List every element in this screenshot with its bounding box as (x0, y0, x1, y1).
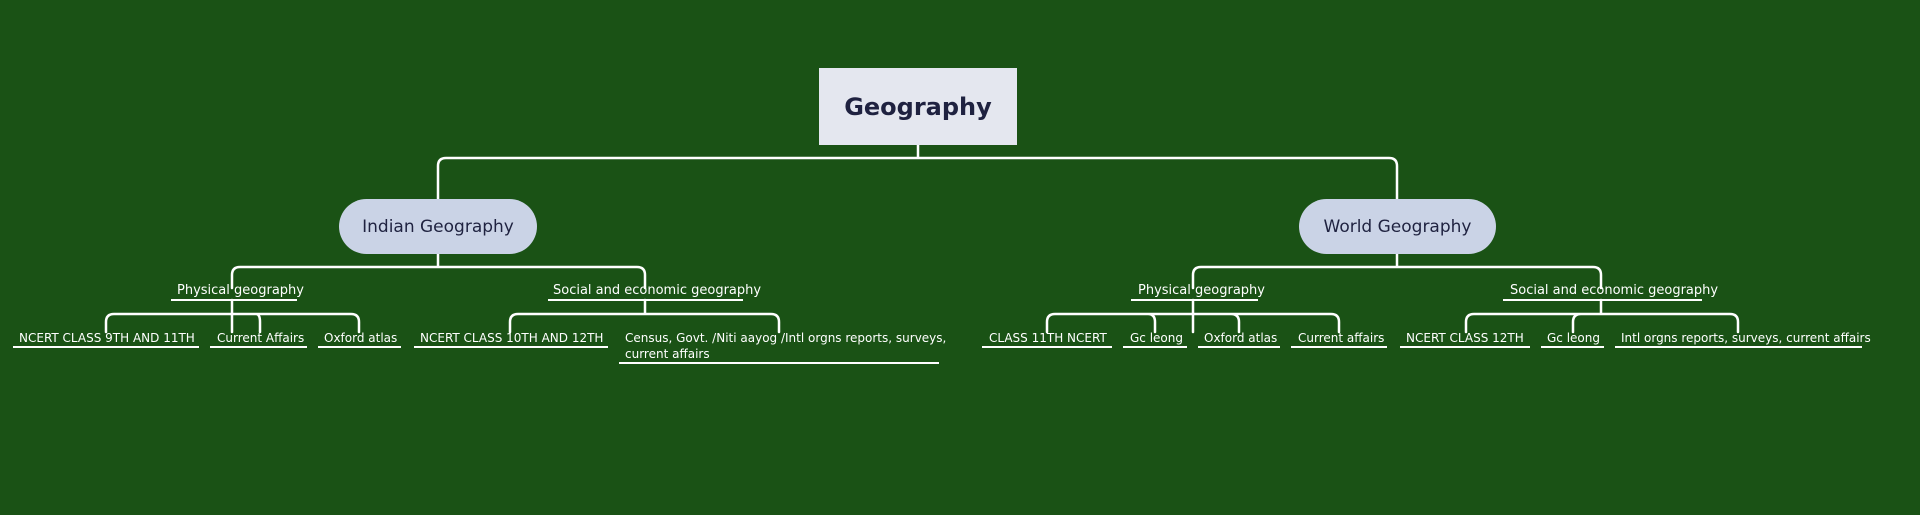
underlines (13, 299, 1862, 364)
connector-world-social-leaves (1464, 298, 1740, 334)
connector-indian-subtopics (230, 252, 647, 290)
leaf-item[interactable]: NCERT CLASS 12TH (1406, 331, 1524, 345)
subtopic-world-physical[interactable]: Physical geography (1138, 283, 1265, 298)
subtopic-world-social[interactable]: Social and economic geography (1510, 283, 1719, 298)
leaf-item[interactable]: CLASS 11TH NCERT (989, 331, 1107, 345)
leaf-item[interactable]: Oxford atlas (1204, 331, 1278, 345)
subtopic-indian-social[interactable]: Social and economic geography (553, 283, 762, 298)
root-label: Geography (844, 92, 992, 121)
leaf-item[interactable]: NCERT CLASS 10TH AND 12TH (420, 331, 604, 345)
connector-indian-physical-leaves (104, 298, 361, 334)
subtopic-indian-physical[interactable]: Physical geography (177, 283, 304, 298)
leaf-item[interactable]: Intl orgns reports, surveys, current aff… (1621, 331, 1871, 345)
leaf-item[interactable]: NCERT CLASS 9TH AND 11TH (19, 331, 195, 345)
branch-node-indian-geography[interactable]: Indian Geography (339, 199, 537, 254)
root-node-geography[interactable]: Geography (819, 68, 1017, 145)
leaf-item[interactable]: Current affairs (1298, 331, 1385, 345)
branch-node-world-geography[interactable]: World Geography (1299, 199, 1496, 254)
connector-world-physical-leaves (1045, 298, 1341, 334)
connector-indian-social-leaves (508, 298, 781, 334)
leaf-item[interactable]: Current Affairs (217, 331, 305, 345)
leaf-item[interactable]: Gc leong (1547, 331, 1600, 345)
leaf-item[interactable]: Census, Govt. /Niti aayog /Intl orgns re… (625, 331, 947, 361)
leaf-item[interactable]: Oxford atlas (324, 331, 398, 345)
leaf-item[interactable]: Gc leong (1130, 331, 1183, 345)
connector-root-branches (436, 143, 1399, 201)
connector-world-subtopics (1191, 252, 1603, 290)
branch-label: World Geography (1323, 216, 1472, 237)
branch-label: Indian Geography (362, 216, 514, 237)
